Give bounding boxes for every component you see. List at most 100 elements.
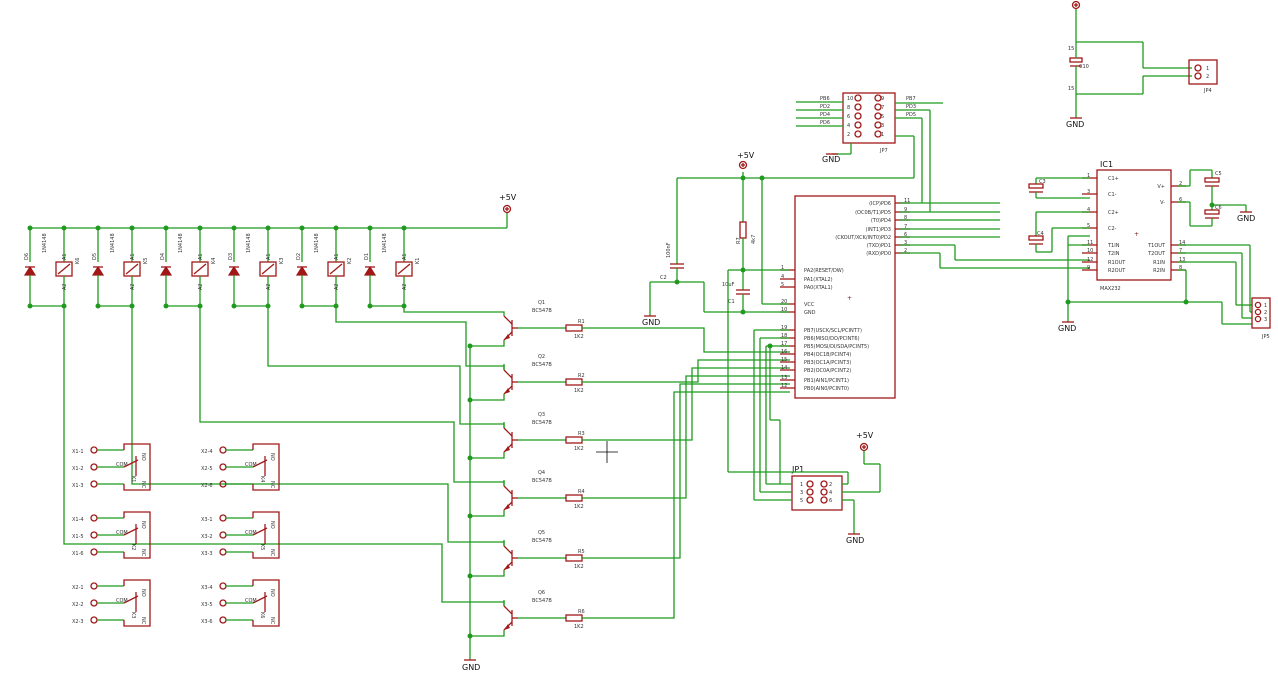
max232-pin-name: T2OUT [1147,251,1166,257]
max232-pin-num: 2 [1179,181,1182,187]
mcu-pin-name: PB7(USCK/SCL/PCINT7) [804,328,862,334]
contact-pin [90,616,98,624]
jp7-pin-num-right: 3 [881,123,884,129]
r3-ref: R3 [578,431,585,437]
max232-pin-num: 6 [1179,197,1182,203]
jp7-pin-r [874,94,882,102]
max232-pin-num: 3 [1087,189,1090,195]
vcc-relay-symbol: +5V [499,193,517,228]
c5-ref: C5 [1215,171,1222,177]
contact-nc-label: NC [269,617,275,625]
diode-5-part: 1N4148 [314,233,320,253]
c6-ref: C6 [1215,205,1222,211]
contact-pin-label: X3-4 [201,585,213,591]
jp7-pin-num-right: 5 [881,114,884,120]
q1-part: BC547B [532,308,552,314]
r6-value: 1K2 [574,624,584,630]
mcu-pin-num: 11 [904,198,910,204]
max232-pin-name: T1OUT [1147,243,1166,249]
diode-4-ref: D3 [228,253,234,260]
pwr-cap-pin-bot: 15 [1068,86,1074,92]
jp4-ref: JP4 [1203,88,1212,94]
q2-part: BC547B [532,362,552,368]
relay-6-ref: K1 [415,258,421,264]
max232-pin-num: 8 [1179,265,1182,271]
max232-pin-name: V+ [1157,184,1165,190]
jp4-body [1188,59,1218,85]
contact-pin-label: X2-3 [72,619,84,625]
contact-no-label: NO [140,589,146,597]
gnd-rs232-label: GND [1058,324,1076,333]
mcu-pin-name: PA2(RESET/DW) [804,268,844,274]
contact-pin [219,463,227,471]
pwr-cap-ref: C10 [1079,64,1089,70]
mcu-pin-name: PB0(AIN0/PCINT0) [804,386,849,392]
max232-pin-name: V- [1160,200,1165,206]
diode-3-part: 1N4148 [178,233,184,253]
contact-ref: K4 [259,476,265,482]
r2-value: 1K2 [574,388,584,394]
relay-2-ref: K5 [143,258,149,264]
contact-pin-label: X2-5 [201,466,213,472]
r4-resistor [565,494,583,502]
contact-com-label: COM [116,462,128,468]
jp7-net-left: PD2 [820,104,830,110]
max232-pin-name: C2+ [1108,210,1119,216]
q1-ref: Q1 [538,300,545,306]
diode-1-part: 1N4148 [42,233,48,253]
mcu-pin-name: (OC0B/T1)PD5 [855,210,891,216]
r6-ref: R6 [578,609,585,615]
mcu-pin-name: GND [804,310,816,316]
relay-3-a1: A1 [198,253,204,260]
q6-part: BC547B [532,598,552,604]
r1-ref: R1 [578,319,585,325]
max232-pin-num: 1 [1087,173,1090,179]
relay-4-a1: A1 [266,253,272,260]
max232-pin-name: T1IN [1107,243,1120,249]
max232-pin-name: C1+ [1108,176,1119,182]
svg-text:+: + [847,295,852,302]
relay-2-a2: A2 [130,283,136,290]
mcu-pin-num: 2 [904,248,907,254]
contact-pin [219,599,227,607]
relay-4-ref: K3 [279,258,285,264]
jp1-pin-num-left: 3 [800,490,803,496]
r2-resistor [565,378,583,386]
mcu-pin-name: (T0)PD4 [871,218,891,224]
contact-pin-label: X3-3 [201,551,213,557]
mcu-pin-num: 15 [781,357,787,363]
jp1-pin-r [820,480,828,488]
max232-pin-name: R1OUT [1108,260,1126,266]
r3-value: 1K2 [574,446,584,452]
diode-5-ref: D2 [296,253,302,260]
jp1-pin-num-right: 2 [829,482,832,488]
contact-pin-label: X2-1 [72,585,84,591]
jp7-ref: JP7 [879,148,888,154]
jp7-pin-num-left: 2 [847,132,850,138]
contact-pin-label: X1-4 [72,517,84,523]
relay-1-a2: A2 [62,283,68,290]
jp7-pin-l [854,112,862,120]
jp1-pin-num-left: 1 [800,482,803,488]
max232-pin-num: 4 [1087,207,1090,213]
diode-2-part: 1N4148 [110,233,116,253]
jp1-pin-num-left: 5 [800,498,803,504]
diode-6-part: 1N4148 [382,233,388,253]
uart-wires [900,202,1090,269]
r1-resistor [565,324,583,332]
mcu-pin-name: PB3(OC1A/PCINT3) [804,360,851,366]
r4-value: 1K2 [574,504,584,510]
transistor-list: Q1BC547BR11K2Q2BC547BR21K2Q3BC547BR31K2Q… [63,300,790,639]
